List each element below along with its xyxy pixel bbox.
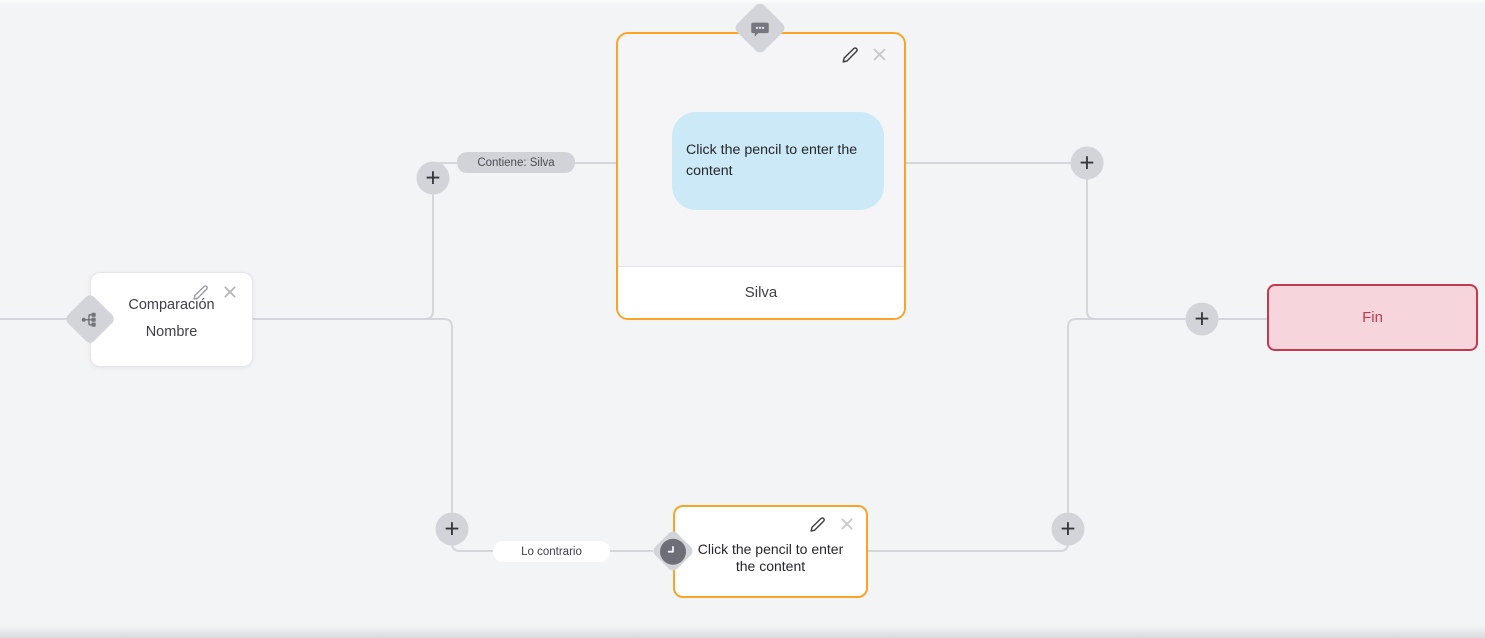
sitemap-icon xyxy=(81,311,99,327)
edit-pencil-icon[interactable] xyxy=(809,516,826,533)
add-node-button-after-timer[interactable]: + xyxy=(1051,512,1085,546)
edit-pencil-icon[interactable] xyxy=(841,46,858,63)
add-node-button-false-branch[interactable]: + xyxy=(435,512,469,546)
message-bubble-text: Click the pencil to enter the content xyxy=(686,142,858,179)
message-node[interactable]: Click the pencil to enter the content Si… xyxy=(616,32,906,320)
edge-label-otherwise[interactable]: Lo contrario xyxy=(493,541,610,562)
condition-branch-icon xyxy=(63,292,117,346)
edge-label-match[interactable]: Contiene: Silva xyxy=(457,152,575,173)
timer-placeholder-text: Click the pencil to enter the content xyxy=(697,540,844,574)
close-icon[interactable] xyxy=(871,46,888,63)
add-node-button-after-message[interactable]: + xyxy=(1070,146,1104,180)
edge-timer-to-end xyxy=(1067,318,1100,529)
close-icon[interactable] xyxy=(838,516,855,533)
close-icon[interactable] xyxy=(222,284,239,301)
edge-timer-out xyxy=(868,529,1069,552)
timer-type-badge xyxy=(651,529,695,573)
add-node-button-before-end[interactable]: + xyxy=(1185,302,1219,336)
edge-condition-to-false xyxy=(253,318,494,552)
condition-title: Comparación xyxy=(128,297,215,313)
condition-node[interactable]: Comparación Nombre xyxy=(90,272,253,367)
message-node-name: Silva xyxy=(744,284,778,301)
clock-icon xyxy=(660,538,686,564)
message-node-footer: Silva xyxy=(618,266,904,318)
timer-node[interactable]: Click the pencil to enter the content xyxy=(673,505,868,598)
add-node-button-true-branch[interactable]: + xyxy=(416,161,450,195)
condition-subtitle: Nombre xyxy=(145,324,198,340)
edge-message-to-end xyxy=(1086,163,1267,320)
end-node-label: Fin xyxy=(1362,309,1383,326)
end-node[interactable]: Fin xyxy=(1267,284,1478,351)
message-bubble: Click the pencil to enter the content xyxy=(672,112,884,210)
chat-bubble-icon xyxy=(750,18,771,39)
message-type-badge xyxy=(733,1,787,55)
edit-pencil-icon[interactable] xyxy=(192,284,209,301)
